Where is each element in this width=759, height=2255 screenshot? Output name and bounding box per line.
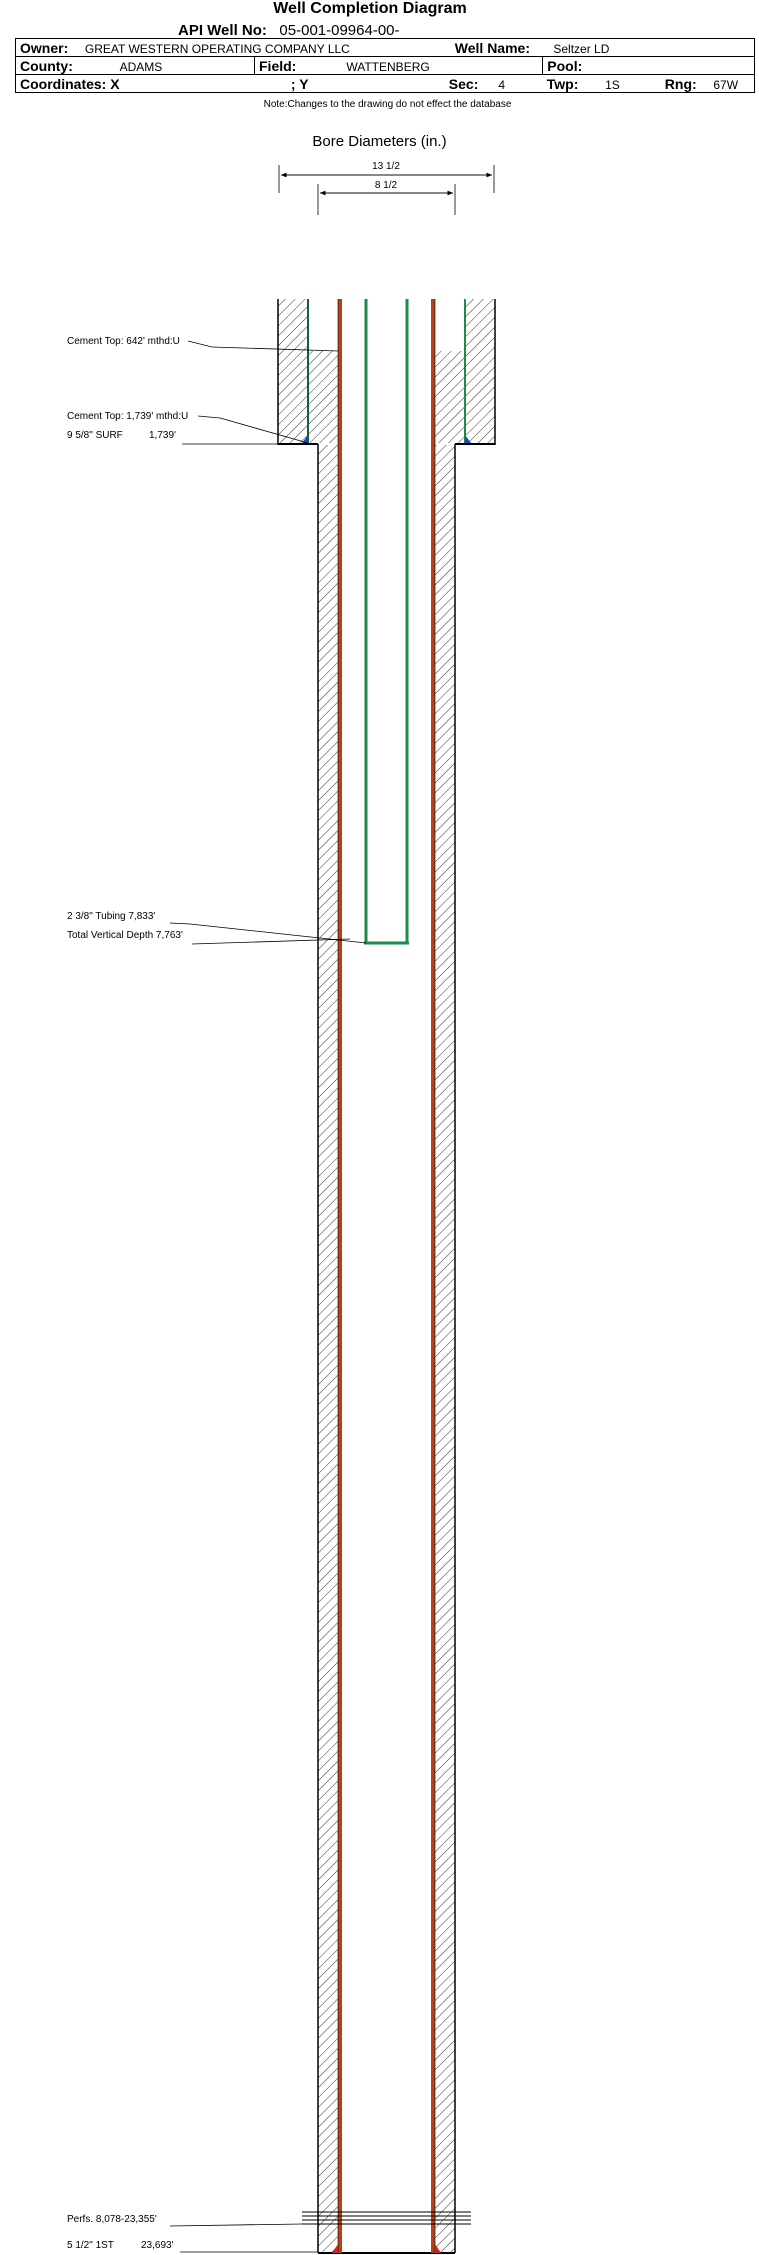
prod-casing-depth-label: 23,693' [141,2240,174,2251]
annotation-tubing: 2 3/8" Tubing 7,833' [67,911,367,944]
twp-label: Twp: [546,75,579,92]
outer-diameter-dimension: 13 1/2 [278,161,495,193]
county-label: County: [20,57,73,74]
production-cement [317,444,456,2254]
rng-label: Rng: [664,75,697,92]
prod-casing-size-label: 5 1/2" 1ST [67,2240,114,2251]
api-label: API Well No: [178,22,267,39]
sec-value: 4 [498,77,506,92]
inner-diameter-label: 8 1/2 [375,180,398,191]
annotation-cement-top-1: Cement Top: 642' mthd:U [67,336,339,352]
surface-casing-size-label: 9 5/8" SURF [67,430,123,441]
owner-value: GREAT WESTERN OPERATING COMPANY LLC [84,41,350,56]
tubing-label: 2 3/8" Tubing 7,833' [67,911,155,922]
county-value: ADAMS [119,59,163,74]
perforation-interval [302,2211,471,2225]
production-shoe-markers [332,2244,441,2253]
cement-shoe-markers [302,435,471,443]
annotation-perfs: Perfs. 8,078-23,355' [67,2214,303,2227]
outer-diameter-label: 13 1/2 [372,161,400,172]
bore-diameters-title: Bore Diameters (in.) [312,133,447,150]
cement-top-2-label: Cement Top: 1,739' mthd:U [67,411,188,422]
field-value: WATTENBERG [346,59,430,74]
annotation-surface-casing: 9 5/8" SURF 1,739' [67,430,278,445]
inner-diameter-dimension: 8 1/2 [317,180,456,215]
sec-label: Sec: [448,75,479,92]
surface-cement [277,299,496,445]
tvd-label: Total Vertical Depth 7,763' [67,930,183,941]
production-casing [337,299,436,2253]
field-label: Field: [259,57,297,74]
cement-top-1-label: Cement Top: 642' mthd:U [67,336,180,347]
surface-casing [307,299,466,443]
coordinates-row: Coordinates: X ; Y Sec: 4 Twp: 1S Rng: 6… [14,74,755,93]
well-info-table: Owner: GREAT WESTERN OPERATING COMPANY L… [14,38,755,93]
annotation-production-casing: 5 1/2" 1ST 23,693' [67,2240,318,2253]
owner-row: Owner: GREAT WESTERN OPERATING COMPANY L… [14,38,755,57]
pool-label: Pool: [547,57,583,74]
well-name-value: Seltzer LD [553,41,610,56]
note-text: Note:Changes to the drawing do not effec… [263,99,512,110]
diagram-title: Well Completion Diagram [273,0,467,17]
rng-value: 67W [713,77,739,92]
y-label: ; Y [290,75,309,92]
twp-value: 1S [605,77,620,92]
api-well-row: API Well No: 05-001-09964-00- [178,22,400,39]
well-name-label: Well Name: [454,39,530,56]
surface-casing-depth-label: 1,739' [149,430,176,441]
annotation-cement-top-2: Cement Top: 1,739' mthd:U [67,411,309,444]
api-value: 05-001-09964-00- [279,22,400,39]
coordinates-label: Coordinates: X [20,75,120,92]
tubing-string [364,299,409,945]
perfs-label: Perfs. 8,078-23,355' [67,2214,157,2225]
annotation-tvd: Total Vertical Depth 7,763' [67,930,351,945]
owner-label: Owner: [20,39,69,56]
